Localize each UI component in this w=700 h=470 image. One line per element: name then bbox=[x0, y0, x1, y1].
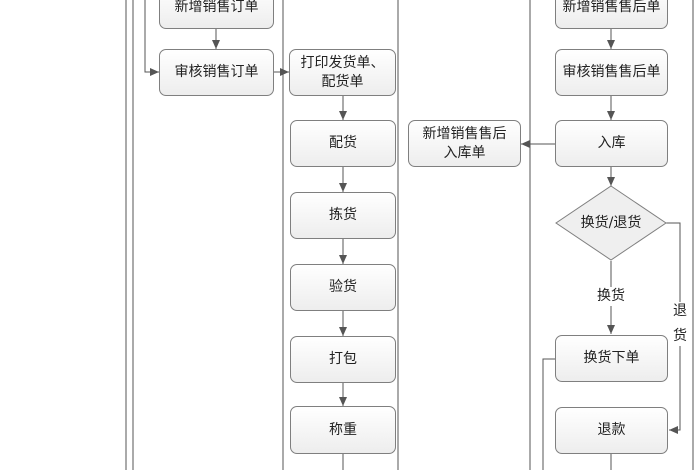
review-after-sales-label: 审核销售售后单 bbox=[562, 64, 661, 80]
print-shipping-label-line2: 配货单 bbox=[321, 73, 364, 90]
exchange-edge-label: 换货 bbox=[593, 287, 629, 306]
inbound-node: 入库 bbox=[555, 120, 668, 167]
pick-label: 拣货 bbox=[329, 207, 357, 223]
new-inbound-doc-node: 新增销售售后 入库单 bbox=[408, 120, 521, 167]
print-shipping-label-line1: 打印发货单、 bbox=[300, 54, 385, 71]
new-after-sales-label: 新增销售售后单 bbox=[562, 0, 661, 15]
new-sales-order-node: 新增销售订单 bbox=[159, 0, 274, 29]
review-sales-order-node: 审核销售订单 bbox=[159, 49, 274, 96]
new-after-sales-node: 新增销售售后单 bbox=[555, 0, 668, 29]
inspect-node: 验货 bbox=[290, 264, 396, 311]
new-inbound-doc-label-line2: 入库单 bbox=[443, 144, 486, 161]
arrow-exchange-order-loop bbox=[542, 358, 555, 470]
return-edge-label: 退 货 bbox=[671, 302, 689, 346]
return-edge-label-line1: 退 bbox=[673, 303, 687, 319]
pick-node: 拣货 bbox=[290, 192, 396, 239]
new-sales-order-label: 新增销售订单 bbox=[174, 0, 259, 15]
allocate-node: 配货 bbox=[290, 120, 396, 167]
return-edge-label-line2: 货 bbox=[673, 328, 687, 344]
pack-label: 打包 bbox=[329, 351, 357, 367]
arrow-incoming-to-review bbox=[144, 0, 159, 76]
inbound-label: 入库 bbox=[597, 135, 626, 151]
decision-label: 换货/退货 bbox=[580, 215, 642, 231]
refund-label: 退款 bbox=[597, 422, 626, 438]
print-shipping-node: 打印发货单、 配货单 bbox=[289, 49, 396, 96]
decision-diamond bbox=[555, 185, 667, 261]
allocate-label: 配货 bbox=[329, 135, 357, 151]
exchange-order-node: 换货下单 bbox=[555, 335, 668, 382]
new-inbound-doc-label-line1: 新增销售售后 bbox=[422, 125, 507, 142]
pack-node: 打包 bbox=[290, 336, 396, 383]
exchange-order-label: 换货下单 bbox=[583, 350, 640, 366]
weigh-node: 称重 bbox=[290, 406, 396, 454]
review-sales-order-label: 审核销售订单 bbox=[174, 64, 259, 80]
review-after-sales-node: 审核销售售后单 bbox=[555, 49, 668, 96]
weigh-label: 称重 bbox=[329, 421, 357, 438]
inspect-label: 验货 bbox=[329, 279, 357, 295]
refund-node: 退款 bbox=[555, 407, 668, 454]
